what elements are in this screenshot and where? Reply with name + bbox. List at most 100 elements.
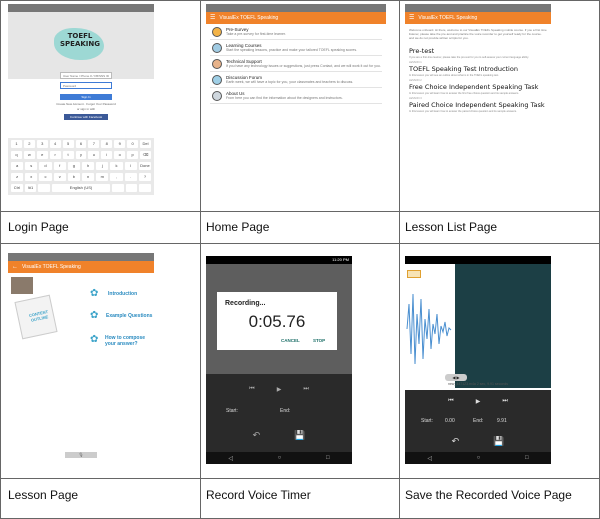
keyboard-key[interactable]: g: [67, 162, 81, 170]
nav-recent-icon[interactable]: □: [326, 455, 330, 461]
keyboard-key[interactable]: y: [75, 151, 87, 159]
lesson-3[interactable]: Paired Choice Independent Speaking Task: [409, 101, 545, 109]
home-item-pre-survey[interactable]: Pre-Survey Take a pre-survey for first-t…: [210, 26, 382, 40]
keyboard-key[interactable]: [112, 184, 124, 192]
home-screen: ☰ VisualEx TOEFL Speaking Pre-Survey Tak…: [206, 4, 386, 124]
keyboard-key[interactable]: a: [11, 162, 24, 170]
keyboard-key[interactable]: 6: [75, 140, 87, 148]
skip-back-icon[interactable]: ⏮: [249, 386, 255, 392]
undo-icon[interactable]: ↶: [252, 430, 261, 440]
cancel-button[interactable]: CANCEL: [281, 338, 300, 343]
undo-icon[interactable]: ↶: [451, 436, 460, 446]
home-item-technical-support[interactable]: Technical Support If you have any techno…: [210, 58, 382, 72]
lesson-1[interactable]: TOEFL Speaking Test Introduction: [409, 65, 518, 73]
lesson-label: LESSON 1: [409, 61, 422, 64]
home-item-about-us[interactable]: About Us From here you can find the info…: [210, 90, 382, 104]
facebook-login-button[interactable]: Continue with Facebook: [64, 114, 108, 120]
keyboard-key[interactable]: Del: [140, 140, 151, 148]
keyboard-key[interactable]: 9: [114, 140, 126, 148]
keyboard-key[interactable]: k: [110, 162, 123, 170]
link-introduction[interactable]: Introduction: [108, 291, 138, 297]
keyboard-key[interactable]: d: [39, 162, 52, 170]
mic-button[interactable]: 🎙: [65, 452, 97, 458]
nav-back-icon[interactable]: ◁: [427, 455, 432, 462]
link-compose-answer[interactable]: How to compose your answer?: [105, 335, 146, 347]
keyboard-key[interactable]: e: [36, 151, 48, 159]
keyboard-key[interactable]: n: [82, 173, 95, 181]
lesson-pretest[interactable]: Pre-test: [409, 47, 435, 55]
app-bar: ← VisualEx TOEFL Speaking: [8, 261, 154, 273]
save-icon[interactable]: 💾: [493, 436, 505, 446]
action-controls: ↶ 💾: [206, 430, 352, 441]
keyboard-key[interactable]: 5: [62, 140, 74, 148]
keyboard-key[interactable]: r: [49, 151, 61, 159]
keyboard-key[interactable]: z: [11, 173, 24, 181]
keyboard-key[interactable]: j: [96, 162, 109, 170]
skip-back-icon[interactable]: ⏮: [448, 398, 454, 404]
play-icon[interactable]: ▶: [276, 387, 282, 393]
keyboard-key[interactable]: English (US): [51, 184, 111, 192]
marker-handle[interactable]: [407, 270, 421, 278]
app-title: VisualEx TOEFL Speaking: [22, 264, 81, 270]
keyboard-key[interactable]: ⌫: [140, 151, 151, 159]
keyboard-key[interactable]: m: [96, 173, 109, 181]
keyboard-key[interactable]: [125, 184, 138, 192]
keyboard-key[interactable]: w: [23, 151, 35, 159]
start-label: Start:: [421, 418, 433, 424]
keyboard-key[interactable]: 1: [11, 140, 22, 148]
keyboard-key[interactable]: 4: [49, 140, 61, 148]
menu-icon[interactable]: ☰: [210, 15, 216, 21]
link-example-questions[interactable]: Example Questions: [106, 313, 153, 319]
keyboard-key[interactable]: q: [11, 151, 22, 159]
keyboard-key[interactable]: [38, 184, 50, 192]
username-field[interactable]: [60, 72, 112, 79]
home-item-learning-courses[interactable]: Learning Courses Start the speaking less…: [210, 42, 382, 56]
lesson-label: LESSON 3: [409, 97, 422, 100]
keyboard-key[interactable]: t: [62, 151, 74, 159]
keyboard-key[interactable]: f: [53, 162, 66, 170]
nav-home-icon[interactable]: ○: [277, 455, 282, 461]
scrub-handle[interactable]: ◀ ▶: [445, 374, 467, 381]
keyboard-key[interactable]: ?: [138, 173, 152, 181]
lesson-2[interactable]: Free Choice Independent Speaking Task: [409, 83, 539, 91]
keyboard-key[interactable]: i: [101, 151, 113, 159]
menu-icon[interactable]: ☰: [409, 15, 415, 21]
keyboard-key[interactable]: c: [39, 173, 52, 181]
account-links[interactable]: Create New Account · Forgot Your Passwor…: [56, 102, 116, 106]
keyboard-key[interactable]: Ctrl: [11, 184, 23, 192]
keyboard-key[interactable]: 8: [101, 140, 113, 148]
keyboard-key[interactable]: Done: [138, 162, 152, 170]
keyboard-key[interactable]: o: [114, 151, 126, 159]
keyboard-key[interactable]: 2: [23, 140, 35, 148]
back-icon[interactable]: ←: [12, 264, 18, 270]
keyboard-key[interactable]: !#1: [24, 184, 37, 192]
password-field[interactable]: [60, 82, 112, 89]
keyboard-key[interactable]: .: [124, 173, 137, 181]
keyboard-key[interactable]: 7: [88, 140, 100, 148]
sign-in-button[interactable]: Sign In: [60, 94, 112, 100]
keyboard-key[interactable]: h: [82, 162, 95, 170]
keyboard-key[interactable]: [139, 184, 152, 192]
start-label: Start:: [226, 408, 238, 414]
keyboard-key[interactable]: p: [127, 151, 139, 159]
nav-home-icon[interactable]: ○: [476, 455, 481, 461]
keyboard-key[interactable]: x: [25, 173, 38, 181]
keyboard-key[interactable]: s: [25, 162, 38, 170]
nav-recent-icon[interactable]: □: [525, 455, 529, 461]
mic-icon: 🎙: [78, 452, 84, 457]
keyboard-key[interactable]: 3: [36, 140, 48, 148]
nav-back-icon[interactable]: ◁: [228, 455, 233, 462]
keyboard-key[interactable]: 0: [127, 140, 139, 148]
save-icon[interactable]: 💾: [294, 430, 306, 440]
keyboard-key[interactable]: v: [53, 173, 66, 181]
keyboard-key[interactable]: l: [124, 162, 137, 170]
keyboard-key[interactable]: b: [67, 173, 81, 181]
stop-button[interactable]: STOP: [313, 338, 326, 343]
skip-forward-icon[interactable]: ⏭: [303, 386, 309, 392]
keyboard-key[interactable]: u: [88, 151, 100, 159]
play-icon[interactable]: ▶: [475, 399, 481, 405]
keyboard-key[interactable]: ,: [110, 173, 123, 181]
skip-forward-icon[interactable]: ⏭: [502, 398, 508, 404]
home-item-discussion-forum[interactable]: Discussion Forum Earth week, we will hav…: [210, 74, 382, 88]
